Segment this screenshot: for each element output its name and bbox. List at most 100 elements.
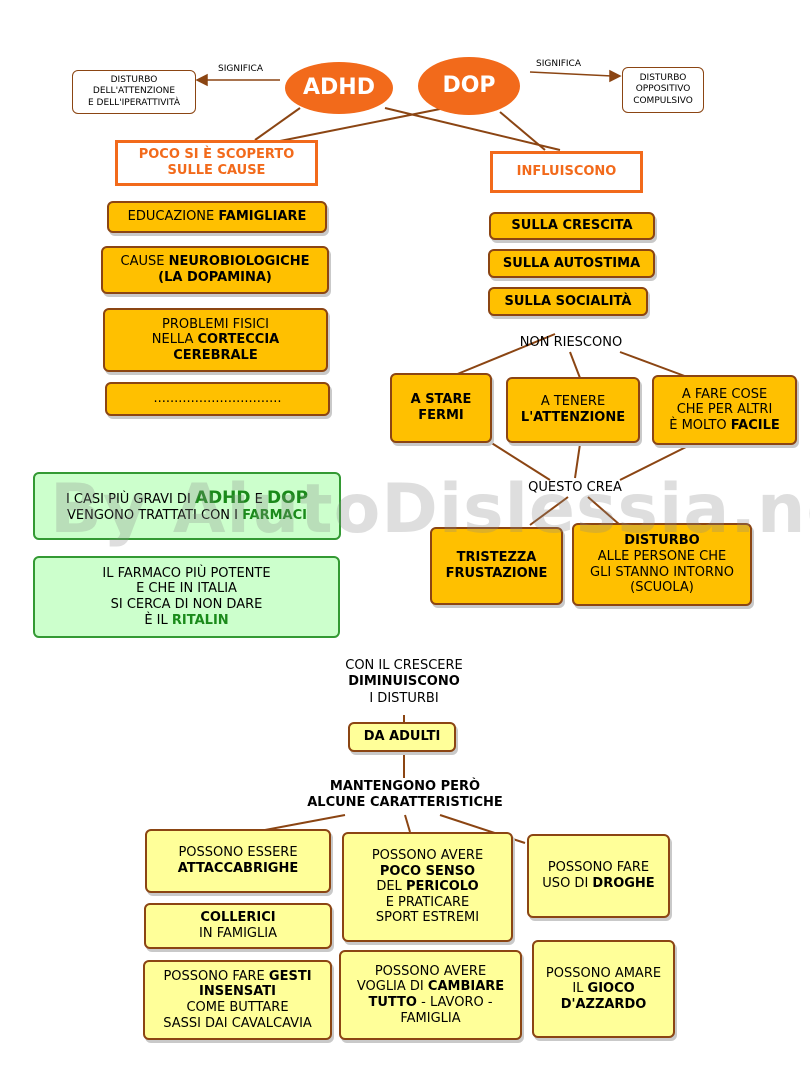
influence-text: SULLA AUTOSTIMA <box>502 255 641 271</box>
note-text: E CHE IN ITALIA <box>136 581 237 597</box>
trait-text: DEL <box>376 879 406 895</box>
trait-change-everything: POSSONO AVERE VOGLIA DI CAMBIARE TUTTO -… <box>339 950 522 1040</box>
causes-title-line: SULLE CAUSE <box>167 163 266 178</box>
trait-text: POSSONO AVERE <box>374 963 487 979</box>
trait-gambling: POSSONO AMARE IL GIOCO D'AZZARDO <box>532 940 675 1038</box>
adhd-significa-label: SIGNIFICA <box>218 64 263 74</box>
severe-cases-note: I CASI PIÙ GRAVI DI ADHD E DOP VENGONO T… <box>33 472 341 540</box>
cause-text-bold: FAMIGLIARE <box>218 209 307 225</box>
connector-non-riescono: NON RIESCONO <box>519 335 623 350</box>
causes-title-line: POCO SI È SCOPERTO <box>138 147 295 163</box>
adhd-meaning-line: DISTURBO <box>110 75 158 86</box>
trait-text: USO DI <box>542 876 593 891</box>
connector-questo-crea: QUESTO CREA <box>528 480 622 495</box>
dop-label: DOP <box>442 72 496 98</box>
note-text: VENGONO TRATTATI CON I <box>67 508 243 524</box>
influence-growth: SULLA CRESCITA <box>489 212 655 240</box>
cause-text: PROBLEMI FISICI <box>162 316 269 332</box>
effect-disturb-others: DISTURBO ALLE PERSONE CHE GLI STANNO INT… <box>572 523 752 606</box>
as-adults-label: DA ADULTI <box>363 729 441 745</box>
keep-text-bold: ALCUNE CARATTERISTICHE <box>307 795 503 811</box>
effect-sadness-frustration: TRISTEZZA FRUSTAZIONE <box>430 527 563 605</box>
growth-text: CON IL CRESCERE <box>345 658 463 673</box>
cannot-pay-attention: A TENERE L'ATTENZIONE <box>506 377 640 443</box>
dop-meaning-box: DISTURBO OPPOSITIVO COMPULSIVO <box>622 67 704 113</box>
adhd-meaning-line: E DELL'IPERATTIVITÀ <box>87 97 181 108</box>
trait-text-bold: INSENSATI <box>199 984 276 1000</box>
trait-text: POSSONO ESSERE <box>178 845 298 861</box>
dop-significa-label: SIGNIFICA <box>536 59 581 69</box>
cannot-do-easy-things: A FARE COSE CHE PER ALTRI È MOLTO FACILE <box>652 375 797 445</box>
influence-self-esteem: SULLA AUTOSTIMA <box>488 249 655 278</box>
note-text: I CASI PIÙ GRAVI DI <box>65 492 195 507</box>
trait-text: POSSONO FARE <box>163 968 269 984</box>
trait-text: SASSI DAI CAVALCAVIA <box>163 1015 312 1031</box>
dop-oval: DOP <box>418 57 520 115</box>
cause-text: NELLA <box>151 332 198 348</box>
growth-text-bold: DIMINUISCONO <box>348 674 460 690</box>
note-text: SI CERCA DI NON DARE <box>110 597 263 612</box>
trait-text: SPORT ESTREMI <box>375 910 480 926</box>
trait-text-bold: D'AZZARDO <box>560 996 647 1012</box>
dop-meaning-line: OPPOSITIVO <box>635 84 691 95</box>
effect-text: GLI STANNO INTORNO <box>590 564 734 580</box>
note-adhd-highlight: ADHD <box>194 488 251 508</box>
trait-text-bold: GIOCO <box>587 981 635 997</box>
trait-danger-sense: POSSONO AVERE POCO SENSO DEL PERICOLO E … <box>342 832 513 942</box>
trait-text: E PRATICARE <box>385 894 470 910</box>
trait-text-bold: POCO SENSO <box>379 863 476 879</box>
cause-text: EDUCAZIONE <box>127 209 219 225</box>
trait-quarrelsome: POSSONO ESSERE ATTACCABRIGHE <box>145 829 331 893</box>
effect-text-bold: FRUSTAZIONE <box>445 566 548 581</box>
trait-text: POSSONO FARE <box>547 860 650 876</box>
trait-angry: COLLERICI IN FAMIGLIA <box>144 903 332 949</box>
cannot-stay-still: A STARE FERMI <box>390 373 492 443</box>
trait-text: POSSONO AVERE <box>371 848 484 864</box>
trait-text-bold: PERICOLO <box>405 879 479 895</box>
influences-title: INFLUISCONO <box>516 164 617 180</box>
note-text: IL FARMACO PIÙ POTENTE <box>102 565 271 581</box>
cannot-text: CHE PER ALTRI <box>676 402 773 418</box>
as-adults-box: DA ADULTI <box>348 722 456 752</box>
note-farmaci-highlight: FARMACI <box>242 508 307 524</box>
cause-family-education: EDUCAZIONE FAMIGLIARE <box>107 201 327 233</box>
effect-text-bold: TRISTEZZA <box>456 550 537 566</box>
note-text: È IL <box>144 612 172 628</box>
trait-text-bold: GESTI <box>268 968 312 984</box>
influence-text: SULLA SOCIALITÀ <box>504 293 632 309</box>
cannot-text-bold: A STARE <box>410 392 472 408</box>
trait-text-bold: ATTACCABRIGHE <box>177 861 299 876</box>
note-ritalin-highlight: RITALIN <box>171 612 229 628</box>
watermark: By AiutoDislessia.net <box>50 470 810 549</box>
effect-text: ALLE PERSONE CHE <box>597 548 727 564</box>
effect-text: (SCUOLA) <box>630 580 694 596</box>
keep-characteristics: MANTENGONO PERÒ ALCUNE CARATTERISTICHE <box>250 779 560 812</box>
trait-text-bold: COLLERICI <box>200 910 276 926</box>
cause-text-bold: (LA DOPAMINA) <box>158 270 272 285</box>
cannot-text: A TENERE <box>540 394 606 410</box>
cause-neurobiological: CAUSE NEUROBIOLOGICHE (LA DOPAMINA) <box>101 246 329 294</box>
cause-text: ............................... <box>153 391 282 407</box>
trait-text-bold: CAMBIARE <box>427 979 505 995</box>
cause-text-bold: CORTECCIA <box>197 332 280 348</box>
cannot-text: A FARE COSE <box>681 386 768 402</box>
trait-text: IN FAMIGLIA <box>199 926 277 941</box>
note-dop-highlight: DOP <box>267 488 309 508</box>
trait-text: COME BUTTARE <box>186 1000 289 1015</box>
cause-text-bold: NEUROBIOLOGICHE <box>168 254 310 270</box>
adhd-oval: ADHD <box>285 62 393 114</box>
cause-physical-problems: PROBLEMI FISICI NELLA CORTECCIA CEREBRAL… <box>103 308 328 372</box>
cannot-text: È MOLTO <box>669 417 731 433</box>
trait-text: - LAVORO - <box>416 995 493 1010</box>
influence-sociality: SULLA SOCIALITÀ <box>488 287 648 316</box>
cause-unknown-placeholder: ............................... <box>105 382 330 416</box>
cause-text-bold: CEREBRALE <box>173 347 258 363</box>
note-text: E <box>250 492 267 507</box>
trait-text: FAMIGLIA <box>400 1010 461 1026</box>
trait-text: VOGLIA DI <box>356 979 428 995</box>
trait-text: IL <box>572 981 588 997</box>
cause-text: CAUSE <box>120 254 169 270</box>
growth-text: I DISTURBI <box>369 690 439 706</box>
trait-drugs: POSSONO FARE USO DI DROGHE <box>527 834 670 918</box>
